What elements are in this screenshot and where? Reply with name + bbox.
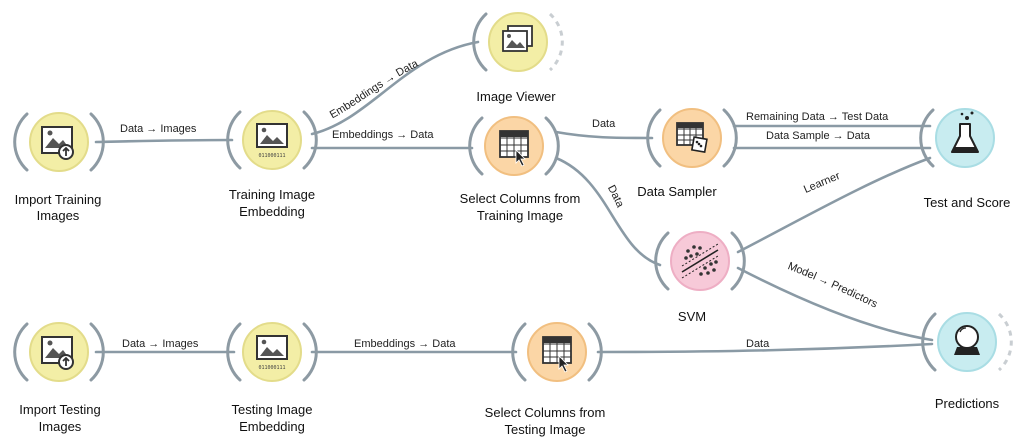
import-images-icon	[41, 336, 74, 370]
node-label: Testing Image	[232, 402, 313, 417]
link-svm-to-test[interactable]	[736, 156, 932, 254]
node-image-viewer[interactable]: Image Viewer	[472, 12, 564, 104]
link-label: Data → Images	[120, 123, 197, 135]
node-label: Image Viewer	[476, 89, 556, 104]
link-select-training-to-svm[interactable]	[554, 156, 662, 267]
link-label: Embeddings → Data	[354, 338, 456, 350]
node-label: Select Columns from	[485, 405, 606, 420]
link-label: Data	[592, 118, 616, 130]
flask-icon	[951, 111, 979, 153]
data-sampler-icon	[676, 122, 708, 154]
node-label: Import Training	[15, 192, 102, 207]
node-test-score[interactable]: Test and Score	[919, 108, 1011, 210]
node-label: Images	[39, 419, 82, 434]
import-images-icon	[41, 126, 74, 160]
node-label: Data Sampler	[637, 184, 717, 199]
node-label: SVM	[678, 309, 706, 324]
svg-text:011000111: 011000111	[258, 365, 285, 371]
image-embedding-icon: 011000111	[256, 123, 288, 159]
image-embedding-icon: 011000111	[256, 335, 288, 371]
image-viewer-icon	[502, 25, 533, 52]
node-import-training[interactable]: Import Training Images	[13, 112, 105, 223]
node-label: Select Columns from	[460, 191, 581, 206]
node-label: Embedding	[239, 204, 305, 219]
link-label: Data	[605, 183, 626, 210]
node-label: Predictions	[935, 396, 1000, 411]
node-label: Embedding	[239, 419, 305, 434]
crystal-ball-icon	[954, 325, 980, 355]
link-label: Embeddings → Data	[332, 129, 434, 141]
link-import-training-to-embedding[interactable]	[94, 138, 234, 144]
links-layer	[94, 40, 934, 354]
select-columns-icon	[499, 130, 529, 167]
link-label: Model → Predictors	[786, 260, 880, 311]
link-svm-to-predictions[interactable]	[736, 266, 934, 342]
link-label: Embeddings → Data	[328, 57, 421, 121]
node-select-training[interactable]: Select Columns from Training Image	[460, 116, 581, 223]
node-label: Training Image	[477, 208, 563, 223]
link-label: Data	[746, 338, 770, 350]
node-label: Training Image	[229, 187, 315, 202]
node-label: Images	[37, 208, 80, 223]
link-label: Data → Images	[122, 338, 199, 350]
node-import-testing[interactable]: Import Testing Images	[13, 322, 105, 434]
link-label: Learner	[802, 170, 842, 196]
svg-text:011000111: 011000111	[258, 153, 285, 159]
link-select-training-to-sampler[interactable]	[554, 130, 654, 140]
node-select-testing[interactable]: Select Columns from Testing Image	[485, 322, 606, 437]
node-testing-embedding[interactable]: 011000111 Testing Image Embedding	[226, 322, 318, 434]
node-label: Test and Score	[924, 195, 1011, 210]
node-predictions[interactable]: Predictions	[921, 312, 1013, 411]
link-label: Remaining Data → Test Data	[746, 111, 889, 123]
node-label: Import Testing	[19, 402, 100, 417]
select-columns-icon	[542, 336, 572, 373]
node-svm[interactable]: SVM	[654, 231, 746, 324]
link-label: Data Sample → Data	[766, 130, 871, 142]
node-training-embedding[interactable]: 011000111 Training Image Embedding	[226, 110, 318, 219]
svm-icon	[681, 243, 719, 279]
node-label: Testing Image	[505, 422, 586, 437]
link-embedding-to-image-viewer[interactable]	[310, 40, 480, 136]
link-select-testing-to-predictions[interactable]	[596, 342, 934, 354]
node-data-sampler[interactable]: Data Sampler	[637, 108, 738, 199]
